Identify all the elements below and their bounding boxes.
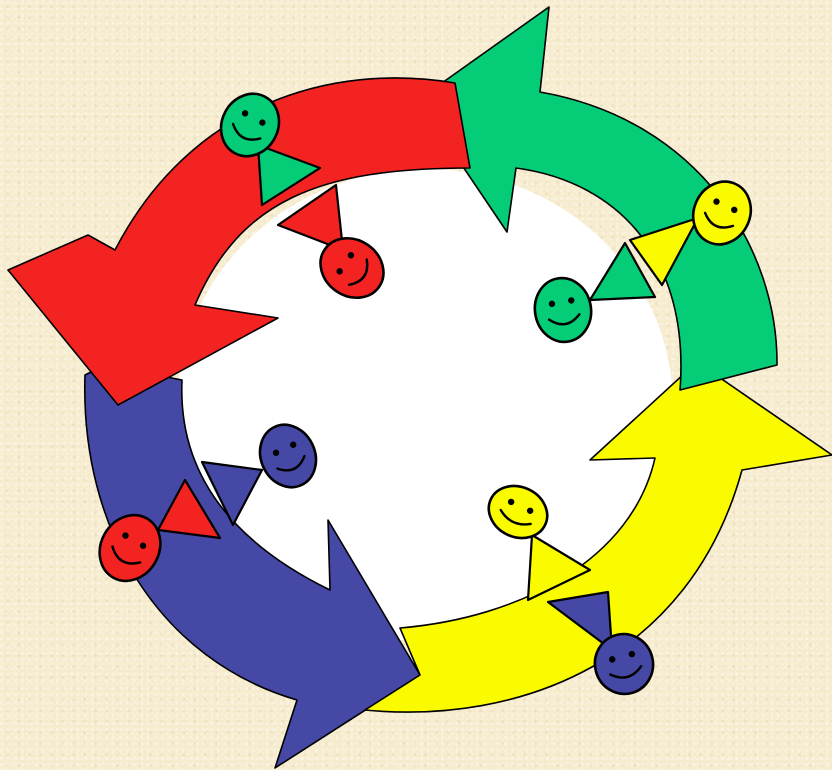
- cycle-diagram-svg: [0, 0, 832, 770]
- cycle-diagram: [0, 0, 832, 770]
